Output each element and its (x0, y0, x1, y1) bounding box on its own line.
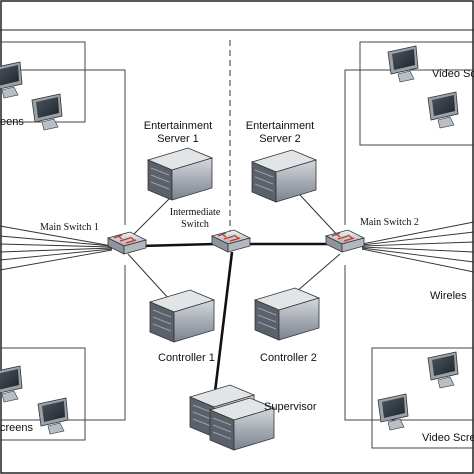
supervisor-label: Supervisor (264, 401, 317, 413)
intermediate-switch-line1: Intermediate (169, 207, 221, 218)
main-switch-2-label: Main Switch 2 (360, 217, 419, 228)
controller-2-icon (254, 287, 320, 341)
entertainment-server-2-line2: Server 2 (259, 133, 301, 145)
left-outer-box-bottom (0, 265, 126, 421)
link-switch1-controller1 (127, 253, 171, 301)
screens-bottom-left-label: creens (0, 422, 34, 434)
monitor-right-top-2 (427, 91, 459, 129)
entertainment-server-1-icon (147, 147, 213, 201)
right-top-screen-box (359, 41, 474, 146)
main-switch-1-label: Main Switch 1 (40, 222, 99, 233)
intermediate-switch-line2: Switch (181, 219, 209, 230)
monitor-left-top-1 (0, 61, 23, 99)
right-outer-box-top (344, 69, 474, 225)
monitor-left-top-2 (31, 93, 63, 131)
main-switch-2-icon (325, 229, 365, 253)
backbone-link-1 (139, 242, 216, 248)
link-switch1-server1 (127, 197, 171, 241)
monitor-right-bottom-2 (377, 393, 409, 431)
wireless-label: Wireles (430, 290, 467, 302)
monitor-right-top-1 (387, 45, 419, 83)
left-bottom-screen-box (0, 347, 86, 441)
switch2-fan-lines (361, 221, 474, 273)
monitor-left-bottom-1 (0, 365, 23, 403)
video-screens-top-right-label: Video Scre (432, 68, 474, 80)
monitor-right-bottom-1 (427, 351, 459, 389)
intermediate-switch-label: Intermediate Switch (160, 207, 230, 231)
video-screens-bottom-right-label: Video Scre (422, 432, 474, 444)
screens-top-left-label: eens (0, 116, 24, 128)
entertainment-server-2-label: Entertainment Server 2 (238, 120, 322, 146)
monitor-left-bottom-2 (37, 397, 69, 435)
main-switch-1-icon (107, 231, 147, 255)
left-outer-box-top (0, 69, 126, 225)
entertainment-server-2-icon (251, 149, 317, 203)
entertainment-server-1-line1: Entertainment (143, 120, 213, 132)
controller-1-label: Controller 1 (158, 352, 215, 364)
link-switch2-server2 (299, 194, 341, 239)
entertainment-server-2-line1: Entertainment (245, 120, 315, 132)
entertainment-server-1-line2: Server 1 (157, 133, 199, 145)
controller-2-label: Controller 2 (260, 352, 317, 364)
right-outer-box-bottom (344, 265, 474, 421)
link-switch2-controller2 (295, 253, 341, 293)
entertainment-server-1-label: Entertainment Server 1 (136, 120, 220, 146)
supervisor-link (213, 251, 234, 393)
switch1-fan-lines (0, 225, 113, 271)
controller-1-icon (149, 289, 215, 343)
intermediate-switch-icon (211, 229, 251, 253)
right-bottom-screen-box (371, 347, 474, 449)
supervisor-cluster-icon (189, 384, 275, 451)
